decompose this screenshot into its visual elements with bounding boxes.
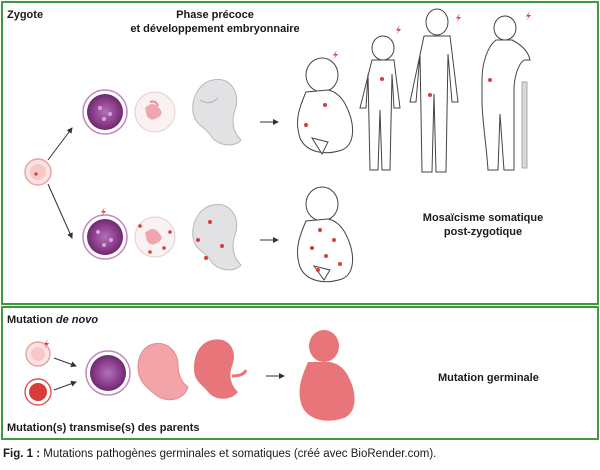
embryo-icon [137,343,189,401]
baby-icon [299,330,355,421]
fetus-icon [194,339,248,399]
arrow-icon [47,183,73,239]
zygote-cell-icon [24,378,52,406]
zygote-cell-icon [25,341,51,367]
somatic-line1: Mosaïcisme somatique [422,212,544,224]
baby-icon [297,186,353,283]
elderly-icon [481,15,531,171]
adult-icon [409,8,459,173]
blastocyst-icon [82,89,128,135]
germline-mutation-label: Mutation germinale [438,372,539,384]
blastocyst-icon [82,214,128,260]
somatic-line2: post-zygotique [443,226,523,238]
denovo-italic: de novo [55,314,99,326]
denovo-prefix: Mutation [7,314,56,326]
embryo-icon [134,216,176,258]
somatic-mosaicism-label: Mosaïcisme somatique post-zygotique [398,211,568,239]
arrow-icon [47,127,73,161]
fetus-icon [192,78,242,146]
figure-caption: Fig. 1 : Mutations pathogènes germinales… [3,448,436,460]
zygote-cell-icon [24,158,52,186]
embryo-icon [134,91,176,133]
arrow-icon [53,357,77,368]
caption-label: Fig. 1 : [3,448,41,460]
fetus-icon [192,203,242,271]
child-icon [359,35,401,171]
blastocyst-icon [85,350,131,396]
denovo-label: Mutation de novo [7,313,98,327]
caption-text: Mutations pathogènes germinales et somat… [40,448,437,460]
early-phase-title: Phase précoce et développement embryonna… [130,8,300,36]
early-phase-line2: et développement embryonnaire [130,23,300,35]
zygote-label: Zygote [7,9,44,21]
inherited-mutation-label: Mutation(s) transmise(s) des parents [7,422,200,434]
diagram-illustration [24,8,531,421]
arrow-icon [53,380,77,391]
baby-icon [297,57,353,156]
early-phase-line1: Phase précoce [176,9,254,21]
